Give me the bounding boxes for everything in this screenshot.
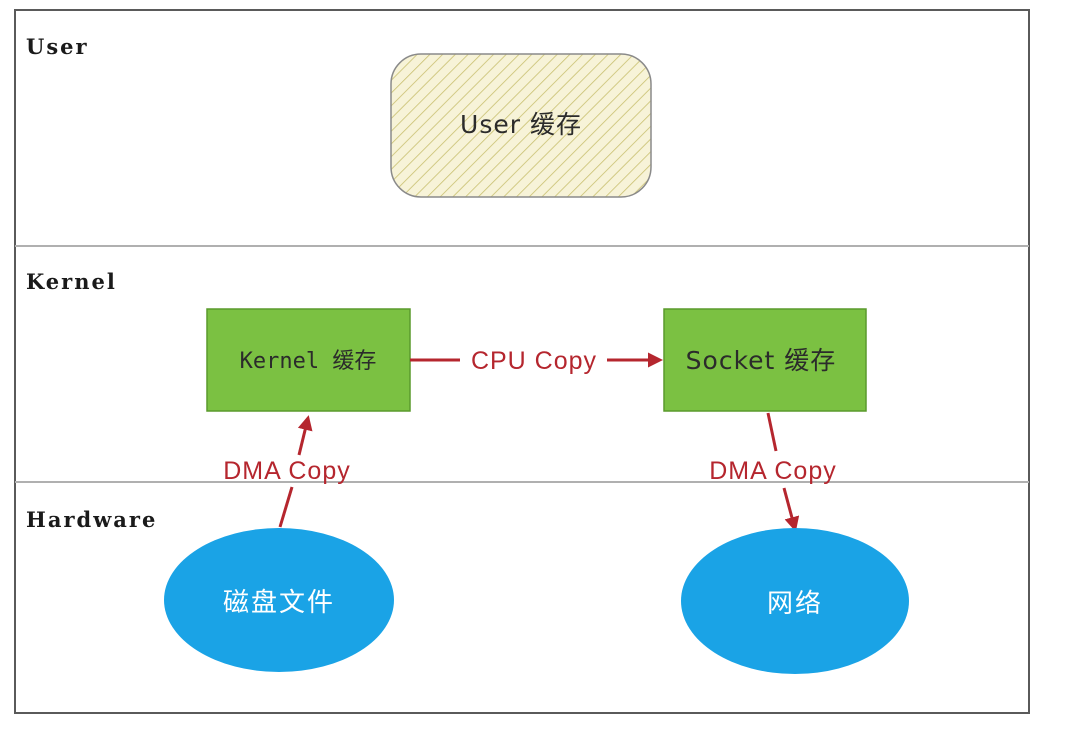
user-buffer-label: User 缓存: [460, 110, 582, 139]
disk-file-label: 磁盘文件: [223, 588, 335, 618]
dma-copy-right-label: DMA Copy: [709, 457, 836, 485]
user-layer-label: User: [26, 34, 89, 59]
cpu-copy-edge: CPU Copy: [410, 347, 663, 375]
socket-buffer-node: Socket 缓存: [663, 308, 867, 412]
dma-copy-left-edge: DMA Copy: [223, 415, 350, 528]
user-buffer-node: User 缓存: [390, 53, 652, 198]
kernel-buffer-label: Kernel 缓存: [240, 349, 377, 374]
dma-copy-left-label: DMA Copy: [223, 457, 350, 485]
cpu-copy-label: CPU Copy: [471, 347, 597, 375]
disk-file-node: 磁盘文件: [164, 528, 394, 672]
network-label: 网络: [767, 589, 823, 619]
kernel-layer-label: Kernel: [26, 269, 117, 294]
network-node: 网络: [681, 528, 909, 674]
dma-copy-right-edge: DMA Copy: [709, 412, 836, 532]
socket-buffer-label: Socket 缓存: [686, 346, 837, 375]
hardware-layer-label: Hardware: [26, 507, 157, 532]
kernel-buffer-node: Kernel 缓存: [206, 308, 411, 412]
